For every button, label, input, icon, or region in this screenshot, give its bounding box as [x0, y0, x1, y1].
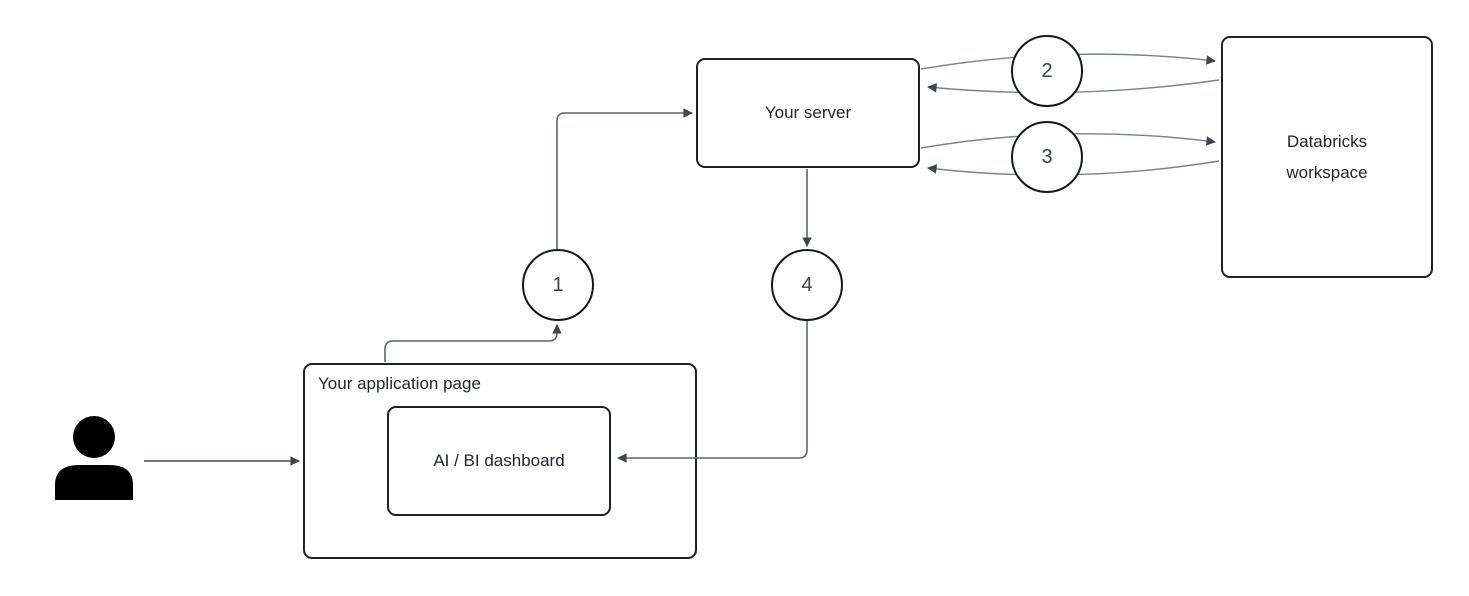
databricks-workspace-label: Databricks workspace	[1286, 131, 1368, 182]
step-4-number: 4	[801, 273, 813, 296]
step-2-number: 2	[1041, 59, 1053, 82]
dashboard-box: AI / BI dashboard	[387, 406, 611, 516]
arrow-step1-to-server	[556, 108, 693, 249]
server-box: Your server	[696, 58, 920, 168]
app-page-label: Your application page	[318, 374, 481, 393]
server-label: Your server	[764, 103, 852, 122]
step-circle-3: 3	[1011, 121, 1083, 193]
dashboard-label: AI / BI dashboard	[433, 451, 565, 470]
step-3-number: 3	[1041, 145, 1053, 168]
step-circle-2: 2	[1011, 35, 1083, 107]
step-circle-1: 1	[522, 249, 594, 321]
step-1-number: 1	[552, 273, 564, 296]
step-circle-4: 4	[771, 249, 843, 321]
person-icon	[55, 416, 133, 500]
databricks-workspace-box: Databricks workspace	[1221, 36, 1433, 278]
arrow-app-to-step1	[384, 324, 562, 362]
app-page-box: Your application page	[303, 363, 697, 559]
